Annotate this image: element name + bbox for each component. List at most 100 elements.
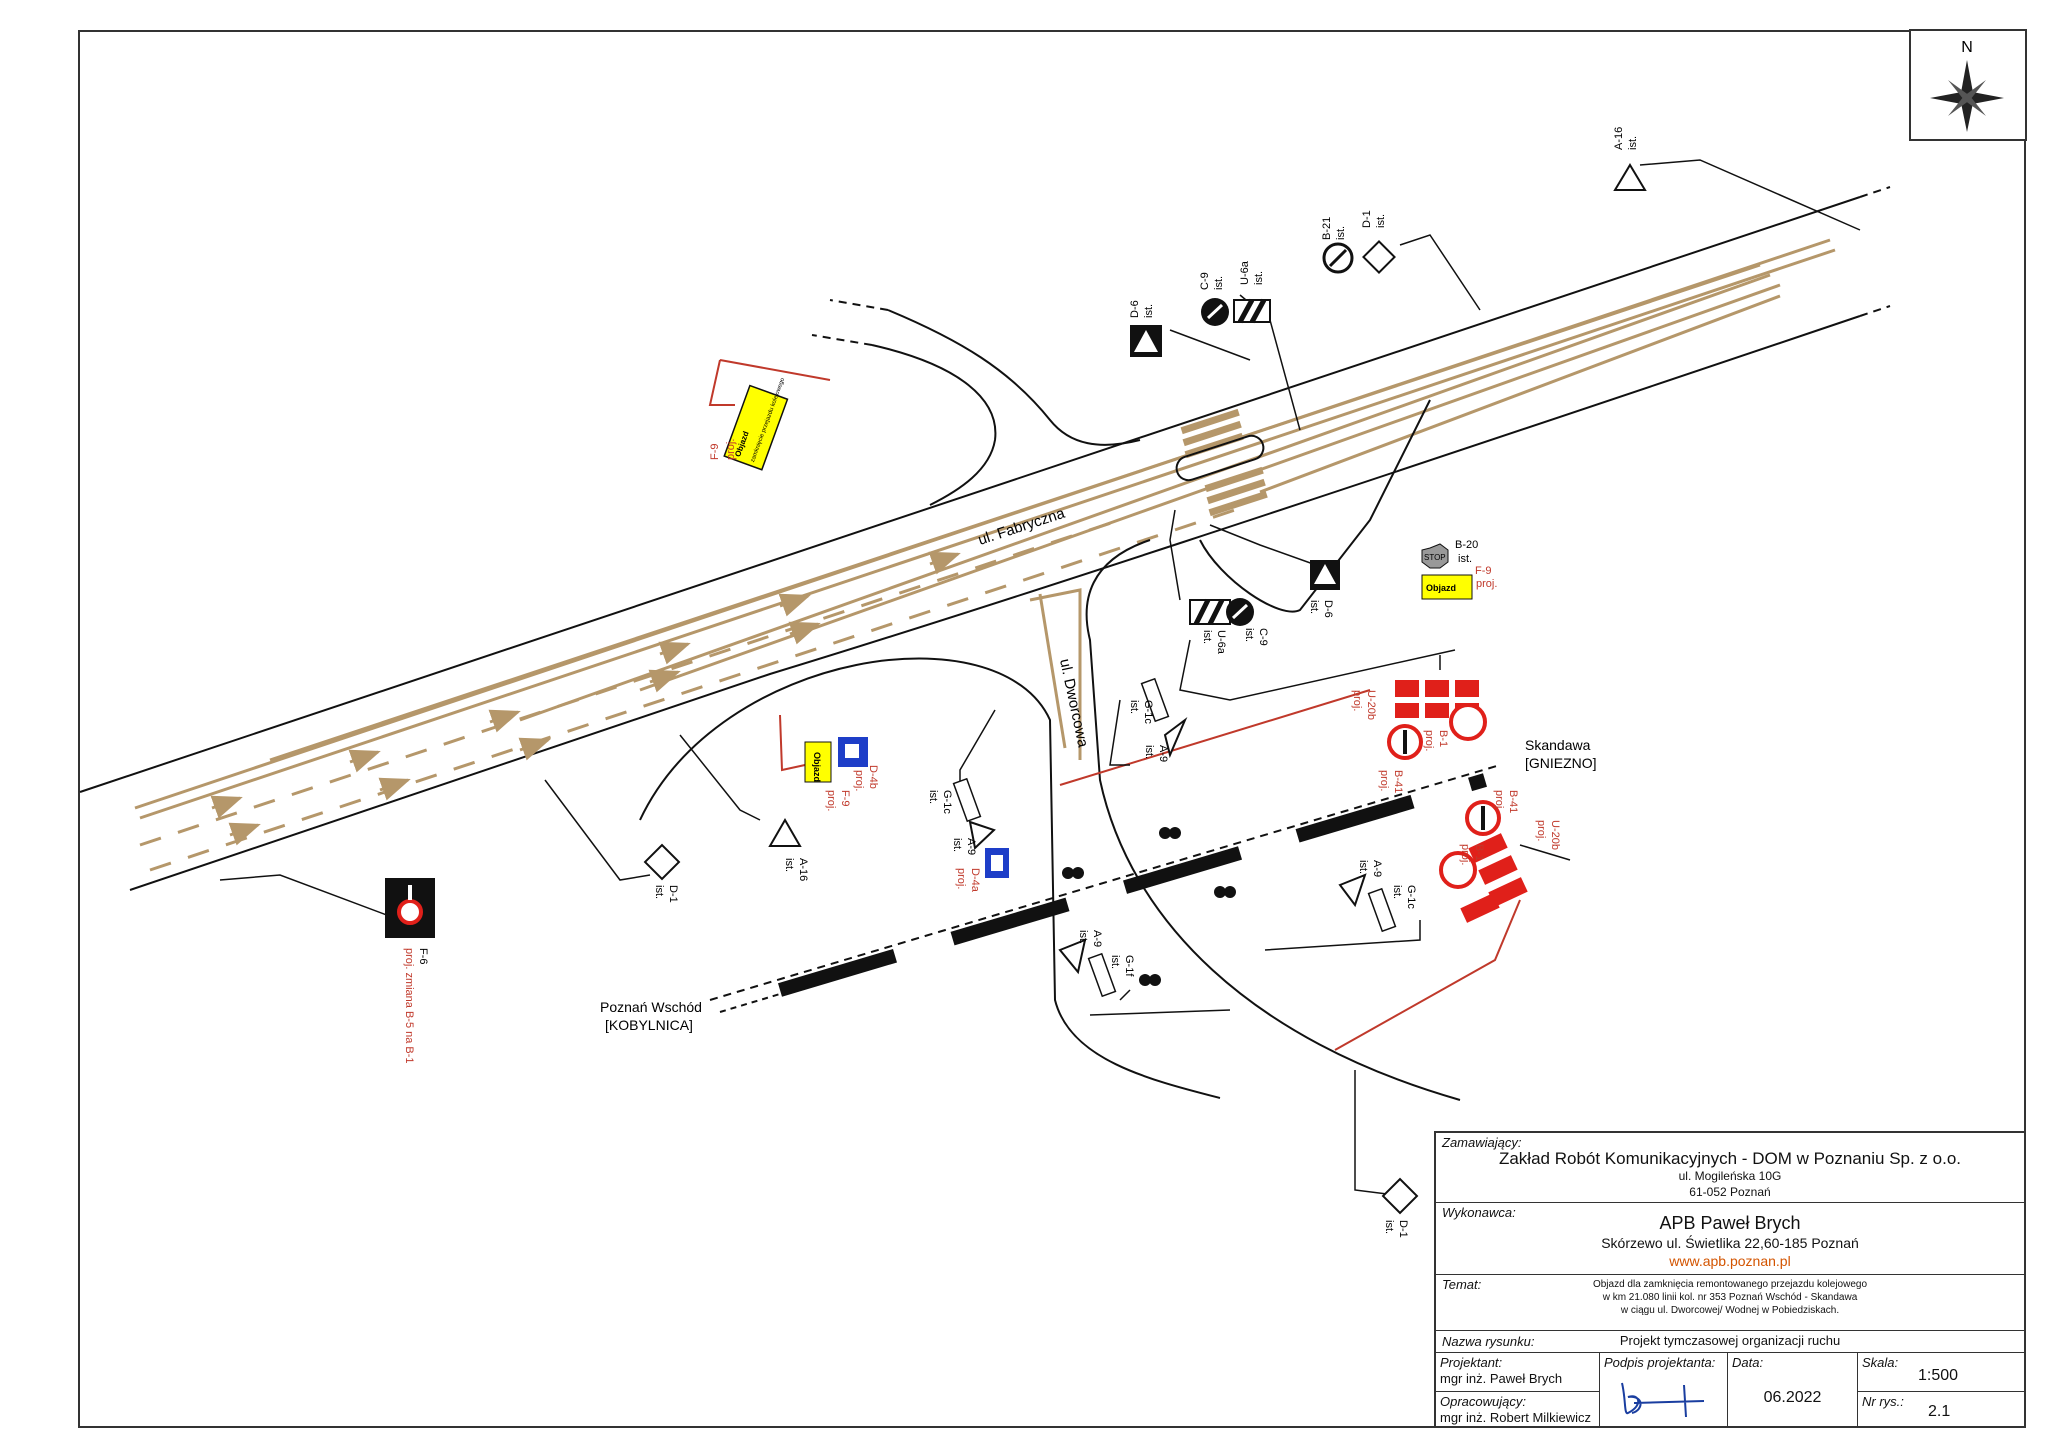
north-arrow-icon: N bbox=[1909, 29, 2027, 141]
topic-caption: Temat: bbox=[1442, 1277, 1482, 1292]
drawing-name-section: Nazwa rysunku: Projekt tymczasowej organ… bbox=[1436, 1331, 2024, 1353]
station-west-sub: [KOBYLNICA] bbox=[605, 1017, 693, 1033]
sign-b1-bottom: B-1 proj. bbox=[1439, 844, 1485, 889]
sheet-value: 2.1 bbox=[1928, 1403, 1951, 1420]
sign-g1c-a9-left: G-1c ist. A-9 ist. bbox=[927, 777, 996, 855]
svg-text:ist.: ist. bbox=[1253, 271, 1265, 285]
svg-text:ist.: ist. bbox=[1335, 226, 1347, 240]
prepared-caption: Opracowujący: bbox=[1440, 1394, 1526, 1409]
svg-text:A-9: A-9 bbox=[1157, 745, 1169, 762]
contractor-address: Skórzewo ul. Świetlika 22,60-185 Poznań bbox=[1601, 1235, 1859, 1251]
svg-text:Objazd: Objazd bbox=[812, 752, 822, 782]
drawing-caption: Nazwa rysunku: bbox=[1442, 1334, 1535, 1349]
svg-text:ist.: ist. bbox=[783, 858, 795, 872]
client-section: Zamawiający: Zakład Robót Komunikacyjnyc… bbox=[1436, 1133, 2024, 1203]
svg-text:proj.: proj. bbox=[825, 790, 837, 811]
sign-c9-top: C-9 ist. bbox=[1199, 272, 1229, 326]
designer-name: mgr inż. Paweł Brych bbox=[1440, 1371, 1563, 1386]
svg-text:G-1c: G-1c bbox=[941, 790, 953, 814]
svg-text:ist.: ist. bbox=[927, 790, 939, 804]
topic-line-3: w ciągu ul. Dworcowej/ Wodnej w Pobiedzi… bbox=[1620, 1305, 1840, 1316]
svg-text:STOP: STOP bbox=[1424, 553, 1446, 562]
svg-text:D-1: D-1 bbox=[1397, 1220, 1409, 1238]
signature-caption: Podpis projektanta: bbox=[1604, 1355, 1716, 1370]
client-city: 61-052 Poznań bbox=[1689, 1185, 1771, 1199]
svg-text:C-9: C-9 bbox=[1199, 272, 1211, 290]
svg-text:D-6: D-6 bbox=[1322, 600, 1334, 618]
svg-text:ist.: ist. bbox=[1627, 136, 1639, 150]
sign-d4a-blue: D-4a proj. bbox=[955, 848, 1009, 893]
date-cell: Data: 06.2022 bbox=[1728, 1353, 1858, 1428]
project-lines bbox=[708, 359, 1521, 1051]
svg-text:proj. zmiana B-5 na B-1: proj. zmiana B-5 na B-1 bbox=[403, 948, 415, 1064]
svg-text:ist.: ist. bbox=[1128, 700, 1140, 714]
sign-a16-mid: A-16 ist. bbox=[768, 817, 809, 881]
scale-value: 1:500 bbox=[1918, 1367, 1959, 1384]
sheet-caption: Nr rys.: bbox=[1862, 1394, 1904, 1409]
client-street: ul. Mogileńska 10G bbox=[1678, 1169, 1782, 1183]
crosswalk bbox=[1175, 408, 1268, 517]
svg-text:B-1: B-1 bbox=[1437, 730, 1449, 747]
sign-u6a-top: U-6a ist. bbox=[1233, 260, 1271, 324]
designer-cell: Projektant: mgr inż. Paweł Brych Opracow… bbox=[1436, 1353, 1600, 1428]
sign-d1-top: D-1 ist. bbox=[1361, 210, 1396, 274]
svg-text:B-41: B-41 bbox=[1392, 770, 1404, 793]
sign-d6-top: D-6 ist. bbox=[1129, 300, 1162, 357]
svg-text:ist.: ist. bbox=[1201, 630, 1213, 644]
drawing-name: Projekt tymczasowej organizacji ruchu bbox=[1619, 1333, 1841, 1348]
svg-text:B-41: B-41 bbox=[1507, 790, 1519, 813]
topic-line-2: w km 21.080 linii kol. nr 353 Poznań Wsc… bbox=[1602, 1292, 1858, 1303]
svg-text:B-1: B-1 bbox=[1473, 844, 1485, 861]
railway-track bbox=[709, 764, 1501, 1013]
sign-b21: B-21 ist. bbox=[1321, 217, 1354, 274]
street-label-dworcowa: ul. Dworcowa bbox=[1056, 657, 1091, 749]
svg-text:ist.: ist. bbox=[951, 838, 963, 852]
svg-text:D-1: D-1 bbox=[667, 885, 679, 903]
svg-text:D-1: D-1 bbox=[1361, 210, 1373, 228]
svg-text:proj.: proj. bbox=[1493, 790, 1505, 811]
signature-icon bbox=[1621, 1382, 1705, 1418]
topic-line-1: Objazd dla zamknięcia remontowanego prze… bbox=[1592, 1279, 1868, 1290]
prepared-name: mgr inż. Robert Milkiewicz bbox=[1440, 1410, 1591, 1425]
svg-text:ist.: ist. bbox=[1213, 276, 1225, 290]
sign-a9-g1c-right: A-9 ist. G-1c ist. bbox=[1338, 860, 1417, 933]
contractor-section: Wykonawca: APB Paweł Brych Skórzewo ul. … bbox=[1436, 1203, 2024, 1275]
sign-d1-bottom: D-1 ist. bbox=[1381, 1177, 1419, 1238]
sign-a16-top: A-16 ist. bbox=[1613, 127, 1647, 191]
contractor-caption: Wykonawca: bbox=[1442, 1205, 1516, 1220]
svg-text:proj.: proj. bbox=[1351, 690, 1363, 711]
svg-text:proj.: proj. bbox=[1476, 578, 1497, 590]
svg-text:F-6: F-6 bbox=[417, 948, 429, 965]
sign-f6: F-6 proj. zmiana B-5 na B-1 bbox=[385, 878, 435, 1064]
svg-text:B-21: B-21 bbox=[1321, 217, 1333, 240]
date-value: 06.2022 bbox=[1763, 1389, 1822, 1406]
svg-text:A-9: A-9 bbox=[965, 838, 977, 855]
station-west-label: Poznań Wschód bbox=[600, 999, 702, 1015]
svg-text:ist.: ist. bbox=[1308, 600, 1320, 614]
lane-arrows bbox=[210, 551, 961, 846]
contractor-name: APB Paweł Brych bbox=[1659, 1213, 1801, 1233]
svg-text:U-6a: U-6a bbox=[1239, 260, 1251, 285]
scale-caption: Skala: bbox=[1862, 1355, 1899, 1370]
sign-g1c-a9-top: G-1c ist. A-9 ist. bbox=[1128, 677, 1188, 762]
svg-text:ist.: ist. bbox=[1143, 304, 1155, 318]
signature-cell: Podpis projektanta: bbox=[1600, 1353, 1728, 1428]
svg-text:ist.: ist. bbox=[1077, 930, 1089, 944]
barrier-u20b-bottom: U-20b proj. bbox=[1460, 820, 1561, 923]
client-name: Zakład Robót Komunikacyjnych - DOM w Poz… bbox=[1498, 1149, 1962, 1168]
svg-text:A-16: A-16 bbox=[1613, 127, 1625, 150]
sign-d6-mid: D-6 ist. bbox=[1308, 560, 1340, 618]
svg-text:proj.: proj. bbox=[1423, 730, 1435, 751]
contractor-website-link[interactable]: www.apb.poznan.pl bbox=[1669, 1253, 1791, 1269]
svg-text:Objazd: Objazd bbox=[1426, 583, 1456, 593]
date-caption: Data: bbox=[1732, 1355, 1764, 1370]
north-label: N bbox=[1961, 39, 1973, 56]
people-section: Projektant: mgr inż. Paweł Brych Opracow… bbox=[1436, 1353, 2026, 1428]
svg-text:ist.: ist. bbox=[1383, 1220, 1395, 1234]
svg-text:D-6: D-6 bbox=[1129, 300, 1141, 318]
title-block: Zamawiający: Zakład Robót Komunikacyjnyc… bbox=[1434, 1131, 2026, 1428]
svg-text:proj.: proj. bbox=[853, 770, 865, 791]
main-road bbox=[79, 186, 1891, 891]
sign-b20-stop: STOP B-20 ist. bbox=[1421, 539, 1478, 569]
